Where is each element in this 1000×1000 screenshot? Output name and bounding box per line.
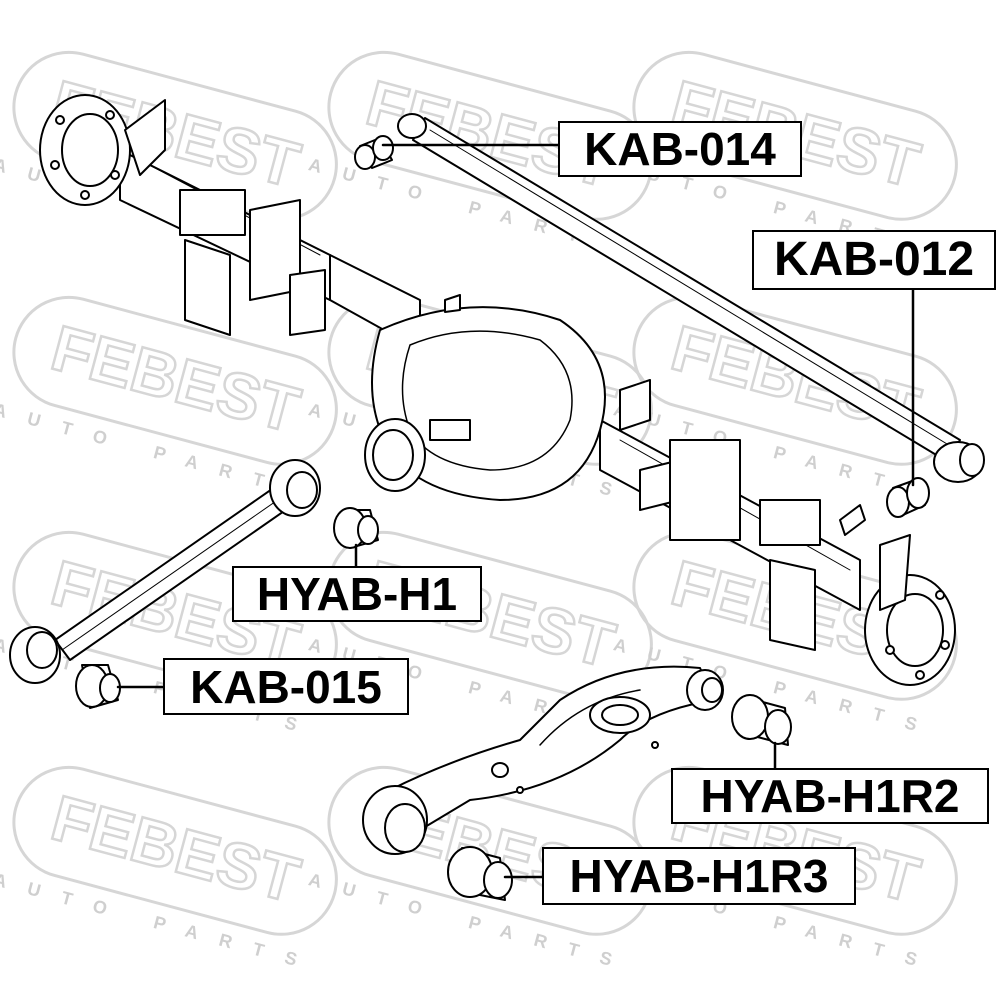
trailing-arm (9, 459, 321, 684)
bushing-kab-015 (75, 664, 121, 709)
label-hyab-h1r3: HYAB-H1R3 (542, 847, 856, 905)
label-kab-014: KAB-014 (558, 121, 802, 177)
label-kab-015: KAB-015 (163, 658, 409, 715)
bushing-kab-014 (354, 135, 394, 170)
lateral-rod (397, 113, 985, 483)
bushing-hyab-h1r2 (731, 694, 792, 746)
label-hyab-h1r2: HYAB-H1R2 (671, 768, 989, 824)
lower-control-arm (362, 665, 724, 855)
rear-axle-housing (39, 94, 956, 686)
bushing-kab-012 (886, 477, 930, 518)
label-kab-012: KAB-012 (752, 230, 996, 290)
bushing-hyab-h1r3 (447, 846, 513, 901)
label-hyab-h1: HYAB-H1 (232, 566, 482, 622)
bushing-hyab-h1 (333, 507, 379, 549)
leader-lines (116, 143, 915, 879)
